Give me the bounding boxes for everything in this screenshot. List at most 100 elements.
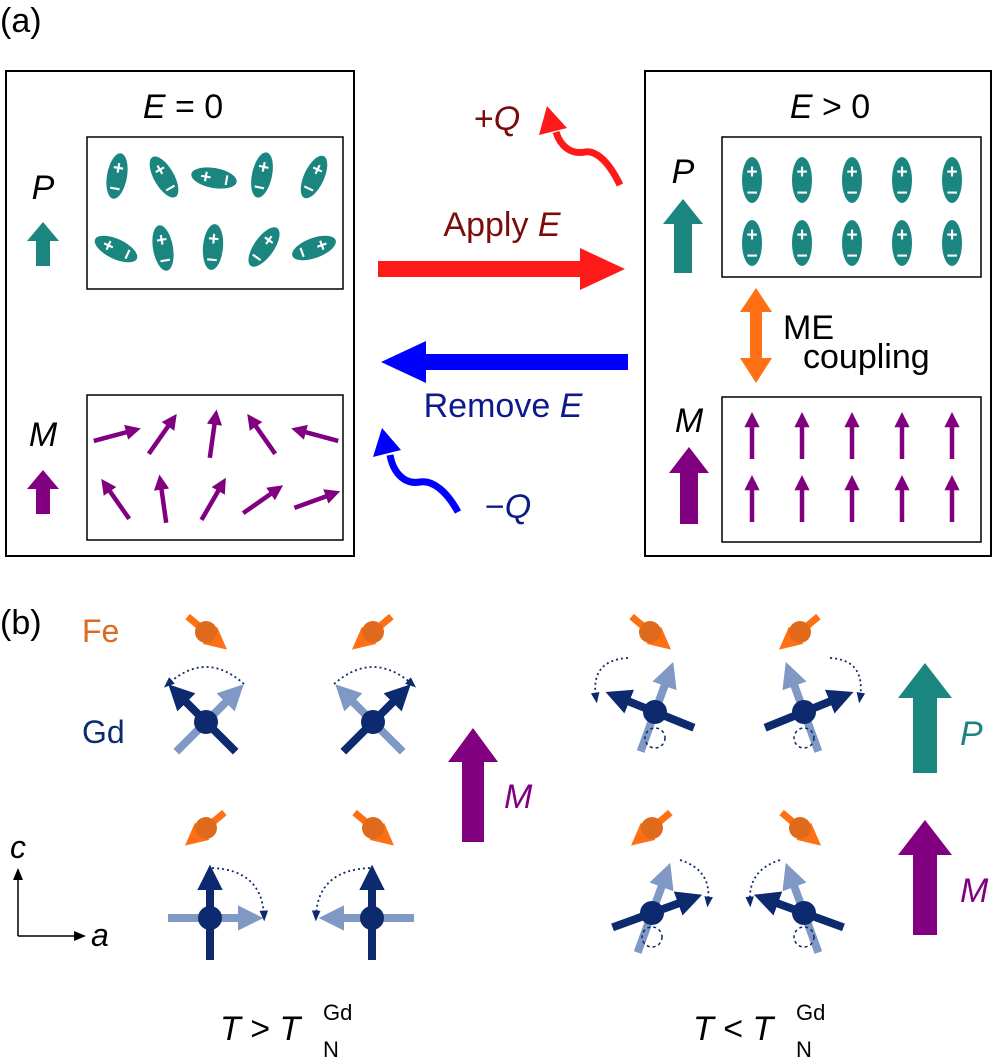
dipole-plus: + xyxy=(896,225,907,246)
dipole: +− xyxy=(892,157,912,204)
dipole-body xyxy=(892,157,912,203)
plus-q-label: +Q xyxy=(474,100,520,138)
minus-q-label: −Q xyxy=(485,488,531,526)
left-p-label: P xyxy=(32,169,55,207)
right-condition-sup: Gd xyxy=(796,1000,825,1025)
left-dipole-box xyxy=(86,136,344,290)
left-state-title: E = 0 xyxy=(143,88,223,126)
remove-e-label: Remove E xyxy=(424,387,583,425)
dipole-minus: − xyxy=(796,246,807,267)
gd-shift-marker xyxy=(641,926,663,948)
left-spins xyxy=(93,409,341,524)
me-coupling-arrow xyxy=(740,288,772,383)
dipole-plus: + xyxy=(946,225,957,246)
rotation-arc xyxy=(679,859,713,908)
dipole: +− xyxy=(742,157,762,204)
dipole: +− xyxy=(246,227,280,270)
dipole-plus: + xyxy=(256,156,271,179)
b-m-arrow-right xyxy=(898,820,952,935)
left-p-arrow xyxy=(27,222,59,266)
right-p-label: P xyxy=(672,153,695,191)
spin-structures xyxy=(163,613,866,960)
right-dipoles: +−+−+−+−+−+−+−+−+−+− xyxy=(742,157,962,267)
gd-atom xyxy=(643,700,667,724)
gd-atom xyxy=(361,710,385,734)
dipole-body xyxy=(300,155,328,199)
dipole: +− xyxy=(290,235,336,261)
panel-b-label: (b) xyxy=(0,604,42,642)
dipole-body xyxy=(202,224,224,270)
gd-atom xyxy=(198,906,222,930)
right-spins xyxy=(744,411,960,522)
right-state-box xyxy=(644,70,992,557)
me-coupling-label-2: coupling xyxy=(803,338,930,376)
heat-in-wave xyxy=(386,454,462,514)
right-m-arrow xyxy=(669,447,709,524)
dipole-plus: + xyxy=(195,169,218,184)
fe-atom xyxy=(641,817,663,839)
dipole: +− xyxy=(792,157,812,204)
dipole-plus: + xyxy=(896,162,907,183)
axis-c-arrowhead xyxy=(13,868,23,880)
dipole-plus: + xyxy=(207,229,220,251)
heat-out-arrowhead xyxy=(539,106,567,135)
dipole: +− xyxy=(942,157,962,204)
dipole-minus: − xyxy=(158,250,173,273)
dipole: +− xyxy=(842,157,862,204)
apply-e-arrow xyxy=(378,248,625,290)
dipole-plus: + xyxy=(746,162,757,183)
gd-shift-marker xyxy=(644,727,666,749)
left-condition-sup: Gd xyxy=(323,1000,352,1025)
dipole-body xyxy=(251,152,273,198)
dipole: +− xyxy=(106,153,128,201)
dipole-plus: + xyxy=(846,162,857,183)
left-spin-box xyxy=(86,394,344,541)
dipole-minus: − xyxy=(896,246,907,267)
left-condition-sub: N xyxy=(323,1037,339,1062)
spin-arrow xyxy=(291,424,339,444)
right-dipole-box xyxy=(721,136,982,278)
right-condition: T < T xyxy=(693,1010,776,1048)
b-p-label: P xyxy=(960,715,983,753)
me-coupling-label-1: ME xyxy=(783,309,834,347)
fe-atom xyxy=(789,817,811,839)
dipole: +− xyxy=(251,152,273,200)
gd-atom xyxy=(792,700,816,724)
dipole-body xyxy=(842,220,862,266)
right-p-arrow xyxy=(663,199,703,273)
spin-arrow xyxy=(293,489,341,510)
axis-a-arrowhead xyxy=(74,931,86,941)
gd-atom xyxy=(640,901,664,925)
spin-arrow xyxy=(101,478,132,521)
rotation-arc xyxy=(829,657,866,704)
fe-atom xyxy=(639,621,661,643)
dipole: +− xyxy=(152,225,174,273)
gd-shift-marker xyxy=(793,727,815,749)
dipole-minus: − xyxy=(216,173,239,188)
spin-arrow xyxy=(199,477,226,522)
dipole-body xyxy=(742,220,762,266)
right-condition-sub: N xyxy=(796,1037,812,1062)
left-dipoles: +−+−+−+−+−+−+−+−+−+− xyxy=(94,152,336,273)
left-condition: T > T xyxy=(220,1010,303,1048)
b-m-label-right: M xyxy=(960,872,989,910)
dipole-body xyxy=(292,235,336,261)
dipole-plus: + xyxy=(946,162,957,183)
right-state-title: E > 0 xyxy=(790,88,870,126)
fe-atom xyxy=(789,621,811,643)
dipole-body xyxy=(892,220,912,266)
axis-c-label: c xyxy=(10,829,26,865)
left-m-label: M xyxy=(29,416,58,454)
heat-out-wave xyxy=(552,130,624,187)
dipole-body xyxy=(191,167,237,189)
dipole-body xyxy=(149,156,179,198)
left-state-box xyxy=(5,70,355,557)
dipole-minus: − xyxy=(846,246,857,267)
dipole: +− xyxy=(94,235,140,264)
dipole: +− xyxy=(191,167,239,189)
right-m-label: M xyxy=(675,402,704,440)
dipole-minus: − xyxy=(252,177,267,200)
fe-atom xyxy=(195,817,217,839)
fe-atom xyxy=(362,621,384,643)
dipole-minus: − xyxy=(946,183,957,204)
